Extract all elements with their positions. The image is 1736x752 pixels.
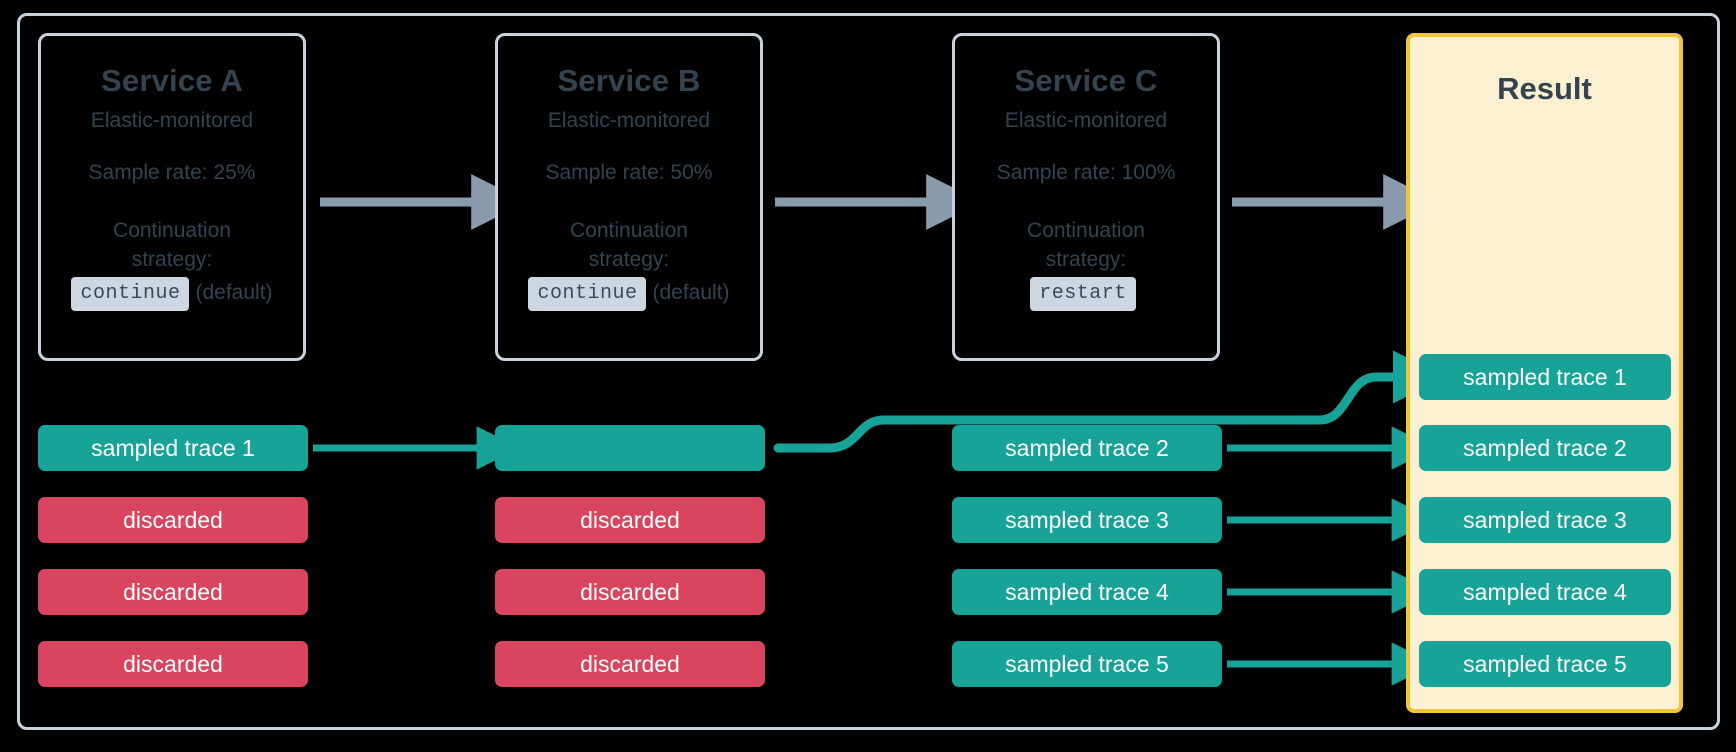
- result-trace-pill-4-label: sampled trace 4: [1463, 578, 1627, 605]
- service-card-b[interactable]: Service B Elastic-monitored Sample rate:…: [495, 33, 763, 361]
- service-c-strategy-value-row: restart: [971, 276, 1201, 312]
- result-trace-pill-1[interactable]: sampled trace 1: [1419, 354, 1671, 400]
- result-trace-pill-3-label: sampled trace 3: [1463, 506, 1627, 533]
- trace-pill-c-2[interactable]: sampled trace 3: [952, 497, 1222, 543]
- trace-pill-c-2-label: sampled trace 3: [1005, 506, 1169, 533]
- service-a-strategy: Continuation strategy: continue(default): [41, 217, 303, 312]
- trace-pill-b-3-label: discarded: [580, 578, 680, 605]
- result-trace-pill-3[interactable]: sampled trace 3: [1419, 497, 1671, 543]
- trace-pill-c-3-label: sampled trace 4: [1005, 578, 1169, 605]
- trace-pill-b-1[interactable]: [495, 425, 765, 471]
- service-c-strategy-line2: strategy:: [1045, 247, 1127, 271]
- trace-pill-b-2[interactable]: discarded: [495, 497, 765, 543]
- service-card-a[interactable]: Service A Elastic-monitored Sample rate:…: [38, 33, 306, 361]
- service-c-strategy: Continuation strategy: restart: [955, 217, 1217, 312]
- service-b-strategy-note: (default): [652, 281, 730, 305]
- service-b-strategy-line1: Continuation: [570, 218, 688, 242]
- trace-pill-b-4[interactable]: discarded: [495, 641, 765, 687]
- trace-pill-c-4[interactable]: sampled trace 5: [952, 641, 1222, 687]
- trace-pill-c-1[interactable]: sampled trace 2: [952, 425, 1222, 471]
- service-b-subtitle: Elastic-monitored: [547, 109, 711, 133]
- trace-pill-a-2[interactable]: discarded: [38, 497, 308, 543]
- result-trace-pill-2[interactable]: sampled trace 2: [1419, 425, 1671, 471]
- trace-pill-c-1-label: sampled trace 2: [1005, 434, 1169, 461]
- result-trace-pill-2-label: sampled trace 2: [1463, 434, 1627, 461]
- service-c-strategy-line1: Continuation: [1027, 218, 1145, 242]
- service-c-title: Service C: [1014, 63, 1158, 98]
- diagram-outer-frame: [17, 13, 1720, 730]
- service-a-strategy-code: continue: [71, 276, 190, 312]
- service-b-strategy: Continuation strategy: continue(default): [498, 217, 760, 312]
- result-trace-pill-4[interactable]: sampled trace 4: [1419, 569, 1671, 615]
- service-b-strategy-code: continue: [528, 276, 647, 312]
- service-b-title: Service B: [557, 63, 701, 98]
- service-a-strategy-value-row: continue(default): [57, 276, 287, 312]
- trace-pill-a-1[interactable]: sampled trace 1: [38, 425, 308, 471]
- trace-pill-a-4[interactable]: discarded: [38, 641, 308, 687]
- service-c-sample-rate: Sample rate: 100%: [996, 161, 1176, 185]
- trace-pill-b-3[interactable]: discarded: [495, 569, 765, 615]
- service-a-strategy-line1: Continuation: [113, 218, 231, 242]
- service-b-strategy-line2: strategy:: [588, 247, 670, 271]
- result-trace-pill-5[interactable]: sampled trace 5: [1419, 641, 1671, 687]
- service-b-strategy-value-row: continue(default): [514, 276, 744, 312]
- service-a-strategy-line2: strategy:: [131, 247, 213, 271]
- trace-pill-b-4-label: discarded: [580, 650, 680, 677]
- result-title: Result: [1497, 71, 1592, 106]
- service-card-c[interactable]: Service C Elastic-monitored Sample rate:…: [952, 33, 1220, 361]
- trace-pill-a-2-label: discarded: [123, 506, 223, 533]
- service-a-sample-rate: Sample rate: 25%: [88, 161, 256, 185]
- result-trace-pill-5-label: sampled trace 5: [1463, 650, 1627, 677]
- trace-pill-a-3-label: discarded: [123, 578, 223, 605]
- result-trace-pill-1-label: sampled trace 1: [1463, 363, 1627, 390]
- service-b-sample-rate: Sample rate: 50%: [545, 161, 713, 185]
- service-c-subtitle: Elastic-monitored: [1004, 109, 1168, 133]
- service-a-strategy-note: (default): [195, 281, 273, 305]
- trace-pill-a-3[interactable]: discarded: [38, 569, 308, 615]
- trace-pill-a-1-label: sampled trace 1: [91, 434, 255, 461]
- service-a-subtitle: Elastic-monitored: [90, 109, 254, 133]
- trace-pill-c-4-label: sampled trace 5: [1005, 650, 1169, 677]
- service-c-strategy-code: restart: [1030, 276, 1136, 312]
- trace-pill-a-4-label: discarded: [123, 650, 223, 677]
- trace-pill-c-3[interactable]: sampled trace 4: [952, 569, 1222, 615]
- trace-pill-b-2-label: discarded: [580, 506, 680, 533]
- service-a-title: Service A: [101, 63, 243, 98]
